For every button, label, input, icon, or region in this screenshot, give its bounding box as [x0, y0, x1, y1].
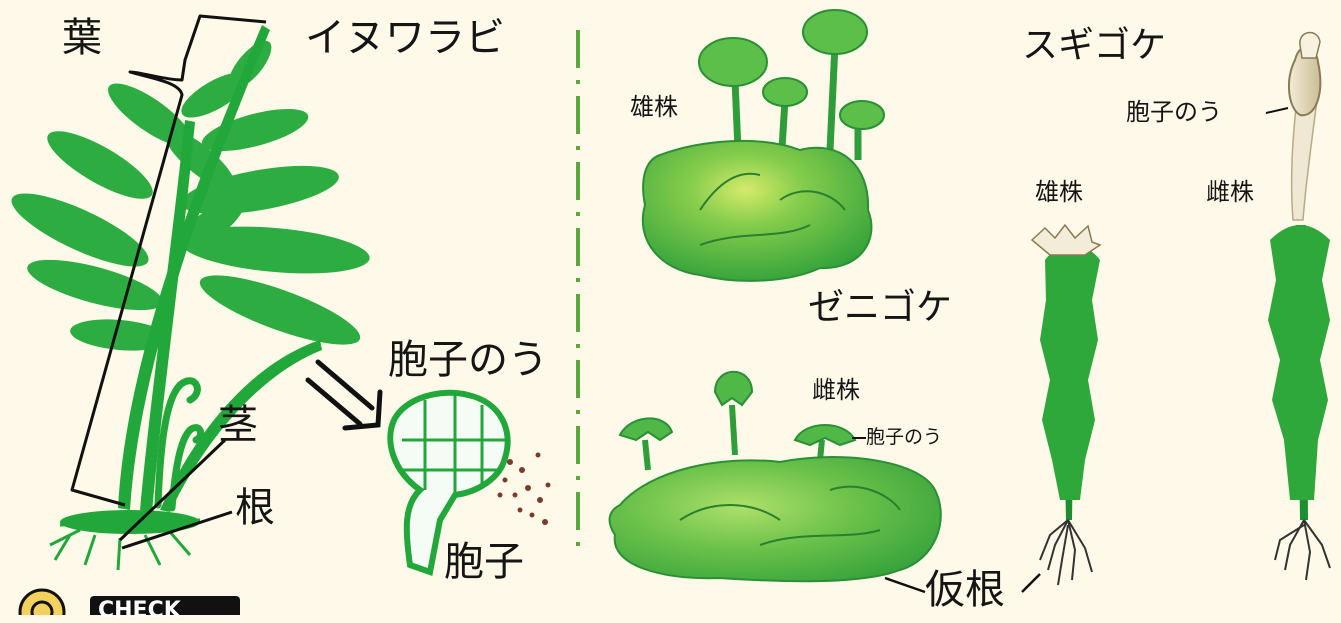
fern-sporangium-label: 胞子のう [388, 337, 548, 383]
moss-male-label: 雄株 [1035, 178, 1083, 206]
sporangium-illustration [387, 389, 551, 576]
liverwort-female-illustration [608, 370, 942, 583]
fern-spore-label: 胞子 [444, 539, 524, 585]
liverwort-female-label: 雌株 [812, 376, 860, 404]
liverwort-title: ゼニゴケ [808, 287, 953, 328]
moss-title: スギゴケ [1022, 25, 1167, 66]
fern-illustration [11, 14, 383, 571]
fern-root-label: 根 [235, 485, 275, 531]
moss-female-illustration [1265, 31, 1331, 581]
rhizoid-label: 仮根 [925, 567, 1005, 613]
liverwort-sporangium-label: 胞子のう [866, 426, 943, 448]
fern-stem-label: 茎 [218, 402, 258, 448]
check-badge [18, 588, 240, 615]
fern-title: イヌワラビ [305, 15, 505, 61]
fern-leaf-label: 葉 [62, 15, 102, 61]
moss-male-illustration [1021, 223, 1102, 593]
moss-sporangium-label: 胞子のう [1126, 98, 1222, 126]
check-badge-label: CHECK [98, 598, 181, 623]
moss-female-label: 雌株 [1206, 178, 1254, 206]
liverwort-male-label: 雄株 [630, 93, 678, 121]
liverwort-male-illustration [641, 9, 885, 282]
